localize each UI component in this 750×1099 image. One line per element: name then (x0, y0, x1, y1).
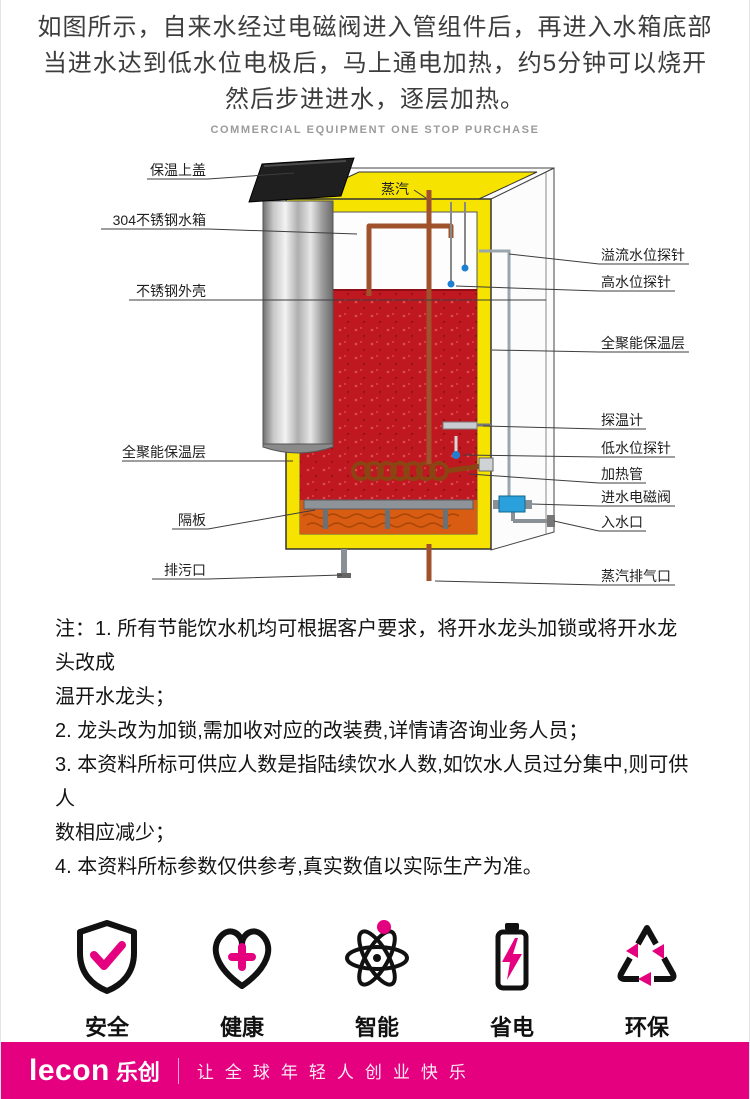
diagram-labels: 蒸汽 保温上盖 304不锈钢水箱 不锈钢外壳 全聚能保温层 隔板 排污口 溢流水… (113, 162, 685, 584)
level-probes (447, 202, 469, 288)
shield-check-icon (77, 920, 137, 995)
drain-pipe (337, 549, 351, 578)
label-steam: 蒸汽 (381, 181, 409, 197)
feature-label-safety: 安全 (84, 1015, 129, 1041)
label-insulation-left: 全聚能保温层 (122, 444, 206, 460)
recycle-icon (617, 925, 677, 987)
feature-power-saving: 省电 (472, 916, 552, 1042)
label-overflow-probe: 溢流水位探针 (601, 247, 685, 263)
footer-slogan: 让全球年轻人创业快乐 (196, 1063, 477, 1083)
feature-label-eco: 环保 (624, 1015, 669, 1041)
feature-label-health: 健康 (219, 1015, 264, 1041)
note-line: 注：1. 所有节能饮水机均可根据客户要求，将开水龙头加锁或将开水龙头改成 (55, 618, 678, 675)
note-line: 数相应减少； (55, 822, 175, 845)
label-partition: 隔板 (178, 512, 206, 528)
feature-smart: 智能 (337, 916, 417, 1042)
feature-eco: 环保 (607, 916, 687, 1042)
insulated-top-cover (248, 157, 355, 203)
footer-brand-bar: lecon 乐创 让全球年轻人创业快乐 (1, 1042, 749, 1099)
header-subtitle: COMMERCIAL EQUIPMENT ONE STOP PURCHASE (210, 124, 540, 136)
heart-plus-icon (212, 928, 272, 990)
label-high-level-probe: 高水位探针 (601, 274, 671, 290)
feature-label-power-saving: 省电 (489, 1015, 534, 1041)
atom-icon (345, 920, 409, 987)
label-low-level-probe: 低水位探针 (601, 440, 671, 456)
label-304-tank: 304不锈钢水箱 (113, 212, 206, 228)
battery-bolt-icon (495, 923, 529, 991)
label-thermometer: 探温计 (601, 412, 643, 428)
low-level-probe (452, 436, 460, 459)
steel-shell-cylinder (262, 200, 334, 454)
label-inlet-solenoid-valve: 进水电磁阀 (601, 489, 671, 505)
label-leader-lines (101, 172, 689, 586)
heating-coil (351, 457, 494, 481)
note-line: 2. 龙头改为加锁,需加收对应的改装费,详情请咨询业务人员； (55, 720, 589, 743)
feature-label-smart: 智能 (354, 1015, 399, 1041)
feature-health: 健康 (202, 916, 282, 1042)
label-steel-shell: 不锈钢外壳 (136, 283, 206, 299)
brand-name-en: lecon (29, 1053, 110, 1087)
header: 如图所示，自来水经过电磁阀进入管组件后，再进入水箱底部 当进水达到低水位电极后，… (1, 0, 749, 136)
brand-logo: lecon 乐创 (29, 1054, 160, 1088)
note-line: 温开水龙头； (55, 686, 175, 709)
header-line-3: 然后步进进水，逐层加热。 (225, 86, 525, 113)
header-line-1: 如图所示，自来水经过电磁阀进入管组件后，再进入水箱底部 (37, 14, 713, 41)
label-heating-tube: 加热管 (601, 466, 643, 482)
label-insulation-right: 全聚能保温层 (601, 335, 685, 351)
label-water-inlet: 入水口 (601, 514, 643, 530)
label-drain-outlet: 排污口 (164, 562, 206, 578)
notes-section: 注：1. 所有节能饮水机均可根据客户要求，将开水龙头加锁或将开水龙头改成 温开水… (55, 612, 695, 884)
label-steam-exhaust: 蒸汽排气口 (601, 568, 671, 584)
inlet-pipe (479, 249, 555, 527)
tank-top-face (285, 167, 555, 200)
thermometer-probe (442, 421, 491, 430)
label-top-cover: 保温上盖 (150, 162, 206, 178)
note-line: 3. 本资料所标可供应人数是指陆续饮水人数,如饮水人员过分集中,则可供人 (55, 754, 689, 811)
header-line-2: 当进水达到低水位电极后，马上通电加热，约5分钟可以烧开 (42, 50, 708, 77)
tank-right-panel (490, 167, 555, 551)
feature-icons-row: 安全 健康 智能 (1, 916, 749, 1042)
water-tank-diagram: 蒸汽 保温上盖 304不锈钢水箱 不锈钢外壳 全聚能保温层 隔板 排污口 溢流水… (1, 144, 749, 596)
partition-plate (303, 499, 474, 529)
brand-name-cn: 乐创 (115, 1059, 160, 1085)
tank-cutaway-drawing: 蒸汽 保温上盖 304不锈钢水箱 不锈钢外壳 全聚能保温层 隔板 排污口 溢流水… (101, 157, 689, 586)
solenoid-valve (493, 495, 532, 513)
footer-separator (177, 1057, 179, 1084)
feature-safety: 安全 (67, 916, 147, 1042)
note-line: 4. 本资料所标参数仅供参考,真实数值以实际生产为准。 (55, 856, 543, 879)
